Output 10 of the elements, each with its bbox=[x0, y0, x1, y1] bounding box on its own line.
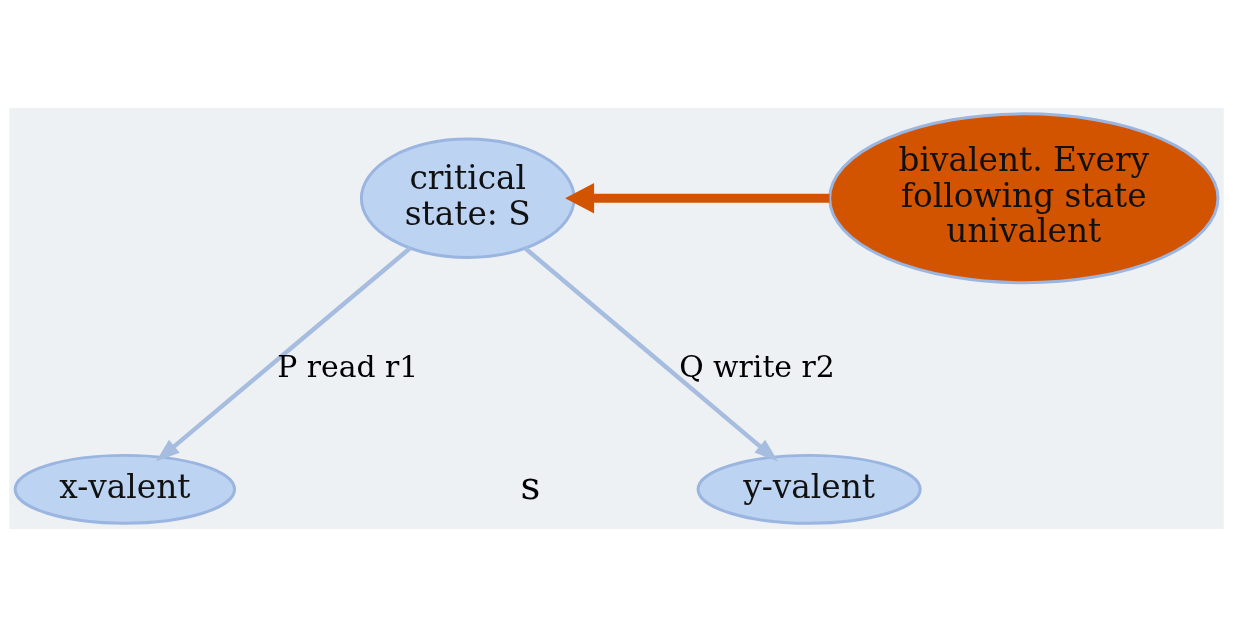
label: s bbox=[520, 462, 541, 508]
edge-label: Q write r2 bbox=[679, 348, 835, 384]
node-ellipse: bivalent. Every following state univalent bbox=[828, 111, 1220, 284]
node-ellipse: y-valent bbox=[696, 453, 922, 525]
arrow bbox=[523, 246, 779, 462]
arrow bbox=[565, 182, 830, 214]
node-ellipse: x-valent bbox=[13, 453, 237, 525]
arrow bbox=[156, 246, 412, 462]
node-ellipse: critical state: S bbox=[359, 137, 576, 259]
edge-label: P read r1 bbox=[277, 348, 419, 384]
